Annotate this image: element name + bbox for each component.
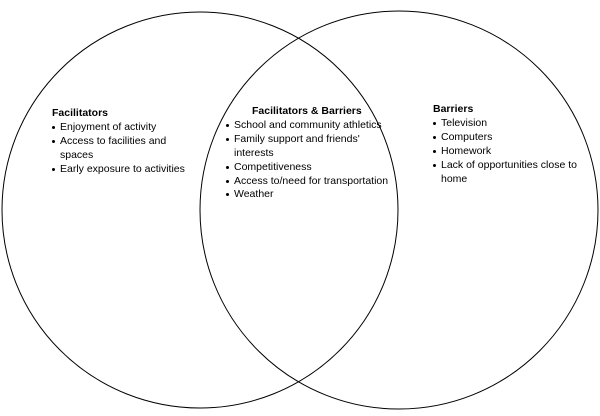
list-item: Family support and friends' interests: [226, 133, 362, 160]
list-item: Lack of opportunities close to home: [433, 159, 583, 186]
facilitators-barriers-heading: Facilitators & Barriers: [252, 105, 362, 117]
list-item: Access to/need for transportation: [226, 175, 396, 188]
left-circle: [1, 11, 399, 409]
facilitators-barriers-group: Facilitators & Barriers School and commu…: [226, 105, 396, 202]
facilitators-group: Facilitators Enjoyment of activity Acces…: [52, 107, 202, 177]
list-item: Early exposure to activities: [52, 163, 202, 176]
list-item: Competitiveness: [226, 161, 396, 174]
list-item: Computers: [433, 131, 583, 144]
list-item: Weather: [226, 188, 396, 201]
right-circle: [199, 10, 599, 410]
facilitators-heading: Facilitators: [52, 107, 109, 119]
list-item: Homework: [433, 145, 583, 158]
barriers-group: Barriers Television Computers Homework L…: [433, 103, 583, 186]
barriers-heading: Barriers: [433, 103, 474, 115]
list-item: School and community athletics: [226, 119, 396, 132]
list-item: Access to facilities and spaces: [52, 135, 172, 162]
list-item: Enjoyment of activity: [52, 121, 202, 134]
list-item: Television: [433, 117, 583, 130]
